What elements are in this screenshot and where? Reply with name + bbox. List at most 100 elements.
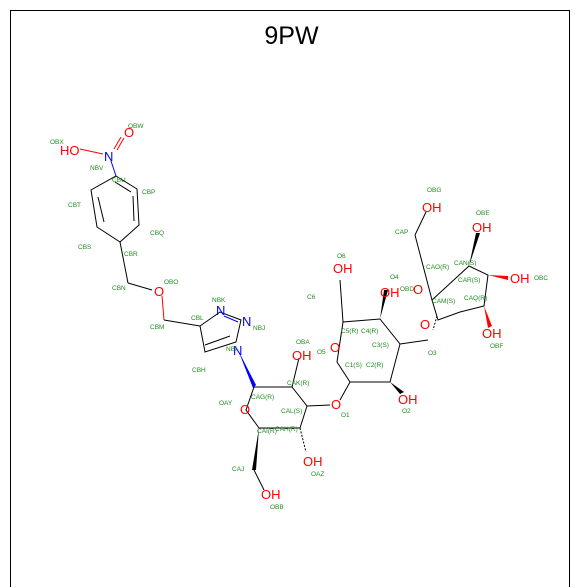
hetero-atom-oh-obe: OH	[472, 220, 492, 235]
atom-label: CAQ(R)	[464, 295, 487, 302]
atom-label: CBT	[68, 202, 81, 209]
hetero-atom-oh-o6: OH	[333, 261, 353, 276]
hetero-atom-n-nbk: N	[216, 303, 225, 318]
bond	[161, 295, 165, 321]
atom-label: CAK(R)	[287, 380, 309, 387]
hetero-atom-o-nitro: O	[124, 125, 134, 140]
wedge-bond	[252, 428, 259, 470]
wedge-bond	[380, 290, 388, 319]
hetero-atom-oh-obc: OH	[510, 271, 530, 286]
bond	[399, 339, 429, 345]
atom-label: O5	[317, 349, 326, 356]
atom-label: CAM(S)	[432, 298, 455, 305]
hetero-atom-o-link2: O	[420, 317, 430, 332]
bond	[223, 315, 239, 323]
bond	[79, 148, 104, 155]
atom-label: CAJ	[232, 466, 244, 473]
atom-label: OAY	[219, 400, 233, 407]
atom-label: NBV	[90, 165, 104, 172]
bond	[339, 381, 351, 401]
bond-layer	[79, 136, 508, 491]
atom-label: CAG(R)	[251, 394, 274, 401]
bond	[110, 160, 117, 177]
hetero-atom-oh-oba: OH	[292, 348, 312, 363]
atom-label: CAL(S)	[281, 408, 302, 415]
atom-label: OBD	[400, 286, 414, 293]
atom-label: CBS	[78, 244, 92, 251]
wedge-bond	[390, 382, 404, 394]
hetero-atom-oh-o2: OH	[398, 392, 418, 407]
benzene-ring	[90, 175, 140, 243]
bond	[339, 279, 344, 323]
bond	[113, 136, 122, 150]
atom-label-layer: OBXOBWNBVCBUCBPCBTCBQCBSCBRCBNOBONBKNBJC…	[50, 123, 548, 511]
bond	[132, 195, 135, 222]
canvas-frame	[10, 10, 570, 587]
atom-label: C5(R)	[341, 328, 358, 335]
hetero-atom-o-ring1: O	[240, 402, 250, 417]
bond	[414, 211, 427, 236]
atom-label: OBE	[476, 210, 490, 217]
atom-label: O2	[402, 408, 411, 415]
atom-label: OBO	[164, 279, 178, 286]
sugar-ring-3	[431, 265, 489, 321]
bond	[306, 404, 331, 407]
atom-label: CAO(R)	[426, 264, 449, 271]
atom-label: OBB	[270, 504, 284, 511]
wedge-bond	[484, 306, 492, 328]
bond	[414, 234, 433, 301]
bond	[253, 469, 265, 491]
triazole-ring	[199, 311, 242, 353]
bond	[114, 181, 132, 193]
hetero-atom-oh-obf: OH	[482, 326, 502, 341]
bond	[299, 427, 307, 453]
atom-label: CBU	[112, 177, 126, 184]
bond	[291, 357, 300, 388]
hetero-atom-oh-oaz: OH	[303, 454, 323, 469]
atom-label: O4	[390, 274, 399, 281]
atom-label: CAP	[395, 229, 408, 236]
atom-label: C4(R)	[361, 328, 378, 335]
atom-label: O3	[428, 350, 437, 357]
molecule-title: 9PW	[264, 22, 319, 50]
atom-label: CBQ	[150, 230, 164, 237]
atom-label: CAN(S)	[454, 260, 476, 267]
hetero-atom-n-nbj: N	[242, 314, 251, 329]
hetero-atom-o-ether: O	[154, 284, 164, 299]
hetero-atom-o-link1: O	[331, 397, 341, 412]
hetero-atom-o-ring2: O	[330, 340, 340, 355]
atom-label: NBK	[212, 297, 226, 304]
atom-label: C6	[307, 294, 316, 301]
hetero-atom-ho-nitro: HO	[60, 143, 80, 158]
atom-label: CBP	[142, 189, 155, 196]
wedge-bond	[469, 233, 480, 266]
atom-label: C2(R)	[366, 362, 383, 369]
atom-label: CBM	[150, 324, 164, 331]
hetero-atom-oh-o4: OH	[380, 285, 400, 300]
hetero-atom-o-ring3: O	[413, 282, 423, 297]
bond	[97, 196, 105, 223]
atom-label: NBI	[226, 346, 237, 353]
hetero-atom-n-nbi: N	[233, 343, 242, 358]
bond	[127, 282, 153, 291]
atom-label: OBG	[427, 187, 441, 194]
atom-label: OBC	[534, 275, 548, 282]
atom-label: C1(S)	[345, 362, 362, 369]
wedge-bond	[488, 275, 508, 280]
atom-label: NBJ	[253, 325, 265, 332]
atom-label: CAR(S)	[458, 277, 480, 284]
atom-label: CBN	[112, 285, 126, 292]
atom-label: O1	[341, 412, 350, 419]
bond	[432, 315, 438, 331]
wedge-bond	[238, 350, 256, 388]
hetero-atom-oh-obb: OH	[261, 487, 281, 502]
atom-label: OBW	[128, 123, 144, 130]
atom-label: CBH	[192, 367, 206, 374]
bond	[204, 335, 231, 346]
atom-label: OAZ	[311, 471, 324, 478]
hetero-atom-n-nitro: N	[104, 149, 113, 164]
atom-label: OBF	[490, 343, 503, 350]
bond	[116, 137, 125, 151]
